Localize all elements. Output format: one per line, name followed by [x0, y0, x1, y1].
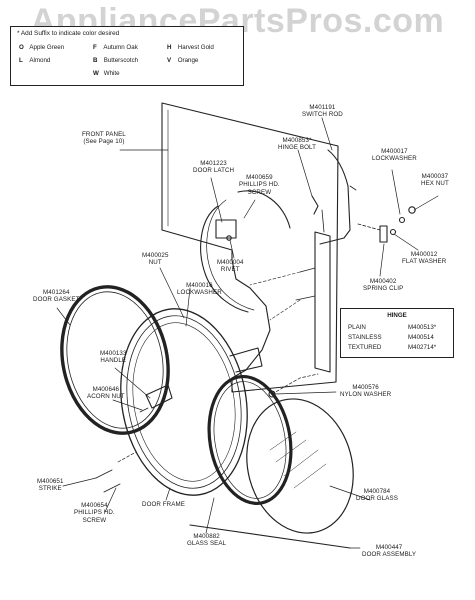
legend-item: W White: [93, 70, 120, 77]
door-assembly-bracket: [189, 524, 351, 549]
legend-item: H Harvest Gold: [167, 44, 214, 51]
color-legend: * Add Suffix to indicate color desired O…: [10, 26, 244, 86]
label-door-gasket: M401264 DOOR GASKET: [33, 289, 80, 304]
spring-clip-shape: [379, 225, 388, 243]
front-panel-outline: [161, 102, 339, 393]
label-acorn-nut: M400646 ACORN NUT: [87, 386, 125, 401]
rivet-shape: [226, 235, 232, 241]
label-door-frame: DOOR FRAME: [142, 501, 185, 508]
door-glass-shape: [246, 398, 354, 534]
label-phillips-screw-bottom: M400654 PHILLIPS HD. SCREW: [74, 502, 115, 524]
label-nut: M400025 NUT: [142, 252, 169, 267]
label-spring-clip: M400402 SPRING CLIP: [363, 278, 404, 293]
label-flat-washer: M400012 FLAT WASHER: [402, 251, 447, 266]
handle-shape: [145, 384, 173, 409]
glass-seal-shape: [207, 374, 293, 506]
legend-item: L Almond: [19, 57, 51, 64]
label-lockwasher-mid: M400016 LOCKWASHER: [177, 282, 222, 297]
door-latch-shape: [215, 219, 237, 239]
hinge-table: HINGE PLAIN M400513* STAINLESS M400514 T…: [340, 308, 454, 358]
label-door-glass: M400784 DOOR GLASS: [356, 488, 398, 503]
switch-rod-shape: [319, 149, 351, 245]
door-gasket-shape: [60, 285, 170, 435]
label-door-latch: M401223 DOOR LATCH: [193, 160, 235, 175]
hinge-table-title: HINGE: [387, 312, 407, 319]
label-door-assembly: M400447 DOOR ASSEMBLY: [362, 544, 417, 559]
label-glass-seal: M400882 GLASS SEAL: [187, 533, 227, 548]
label-front-panel: FRONT PANEL (See Page 10): [82, 131, 126, 146]
hinge-row: TEXTURED M402714*: [348, 344, 437, 351]
hinge-row: PLAIN M400513*: [348, 324, 437, 331]
panel-opening-flange: [200, 205, 249, 313]
label-phillips-screw-top: M400659 PHILLIPS HD. SCREW: [239, 174, 280, 196]
label-lockwasher-top: M400017 LOCKWASHER: [372, 148, 417, 163]
legend-item: O Apple Green: [19, 44, 65, 51]
hinge-row: STAINLESS M400514: [348, 334, 434, 341]
legend-item: B Butterscotch: [93, 57, 139, 64]
label-handle: M400133 HANDLE: [100, 350, 127, 365]
label-hinge-bolt: M400853* HINGE BOLT: [278, 137, 317, 152]
label-nylon-washer: M400576 NYLON WASHER: [340, 384, 392, 399]
label-hex-nut: M400037 HEX NUT: [421, 173, 449, 188]
door-frame-shape: [120, 308, 248, 496]
legend-item: V Orange: [167, 57, 199, 64]
label-switch-rod: M401191 SWITCH ROD: [302, 104, 343, 119]
label-strike: M400651 STRIKE: [37, 478, 64, 493]
legend-item: F Autumn Oak: [93, 44, 138, 51]
label-rivet: M400004 RIVET: [217, 259, 244, 274]
legend-title: * Add Suffix to indicate color desired: [17, 30, 120, 37]
hinge-bracket: [314, 231, 331, 373]
